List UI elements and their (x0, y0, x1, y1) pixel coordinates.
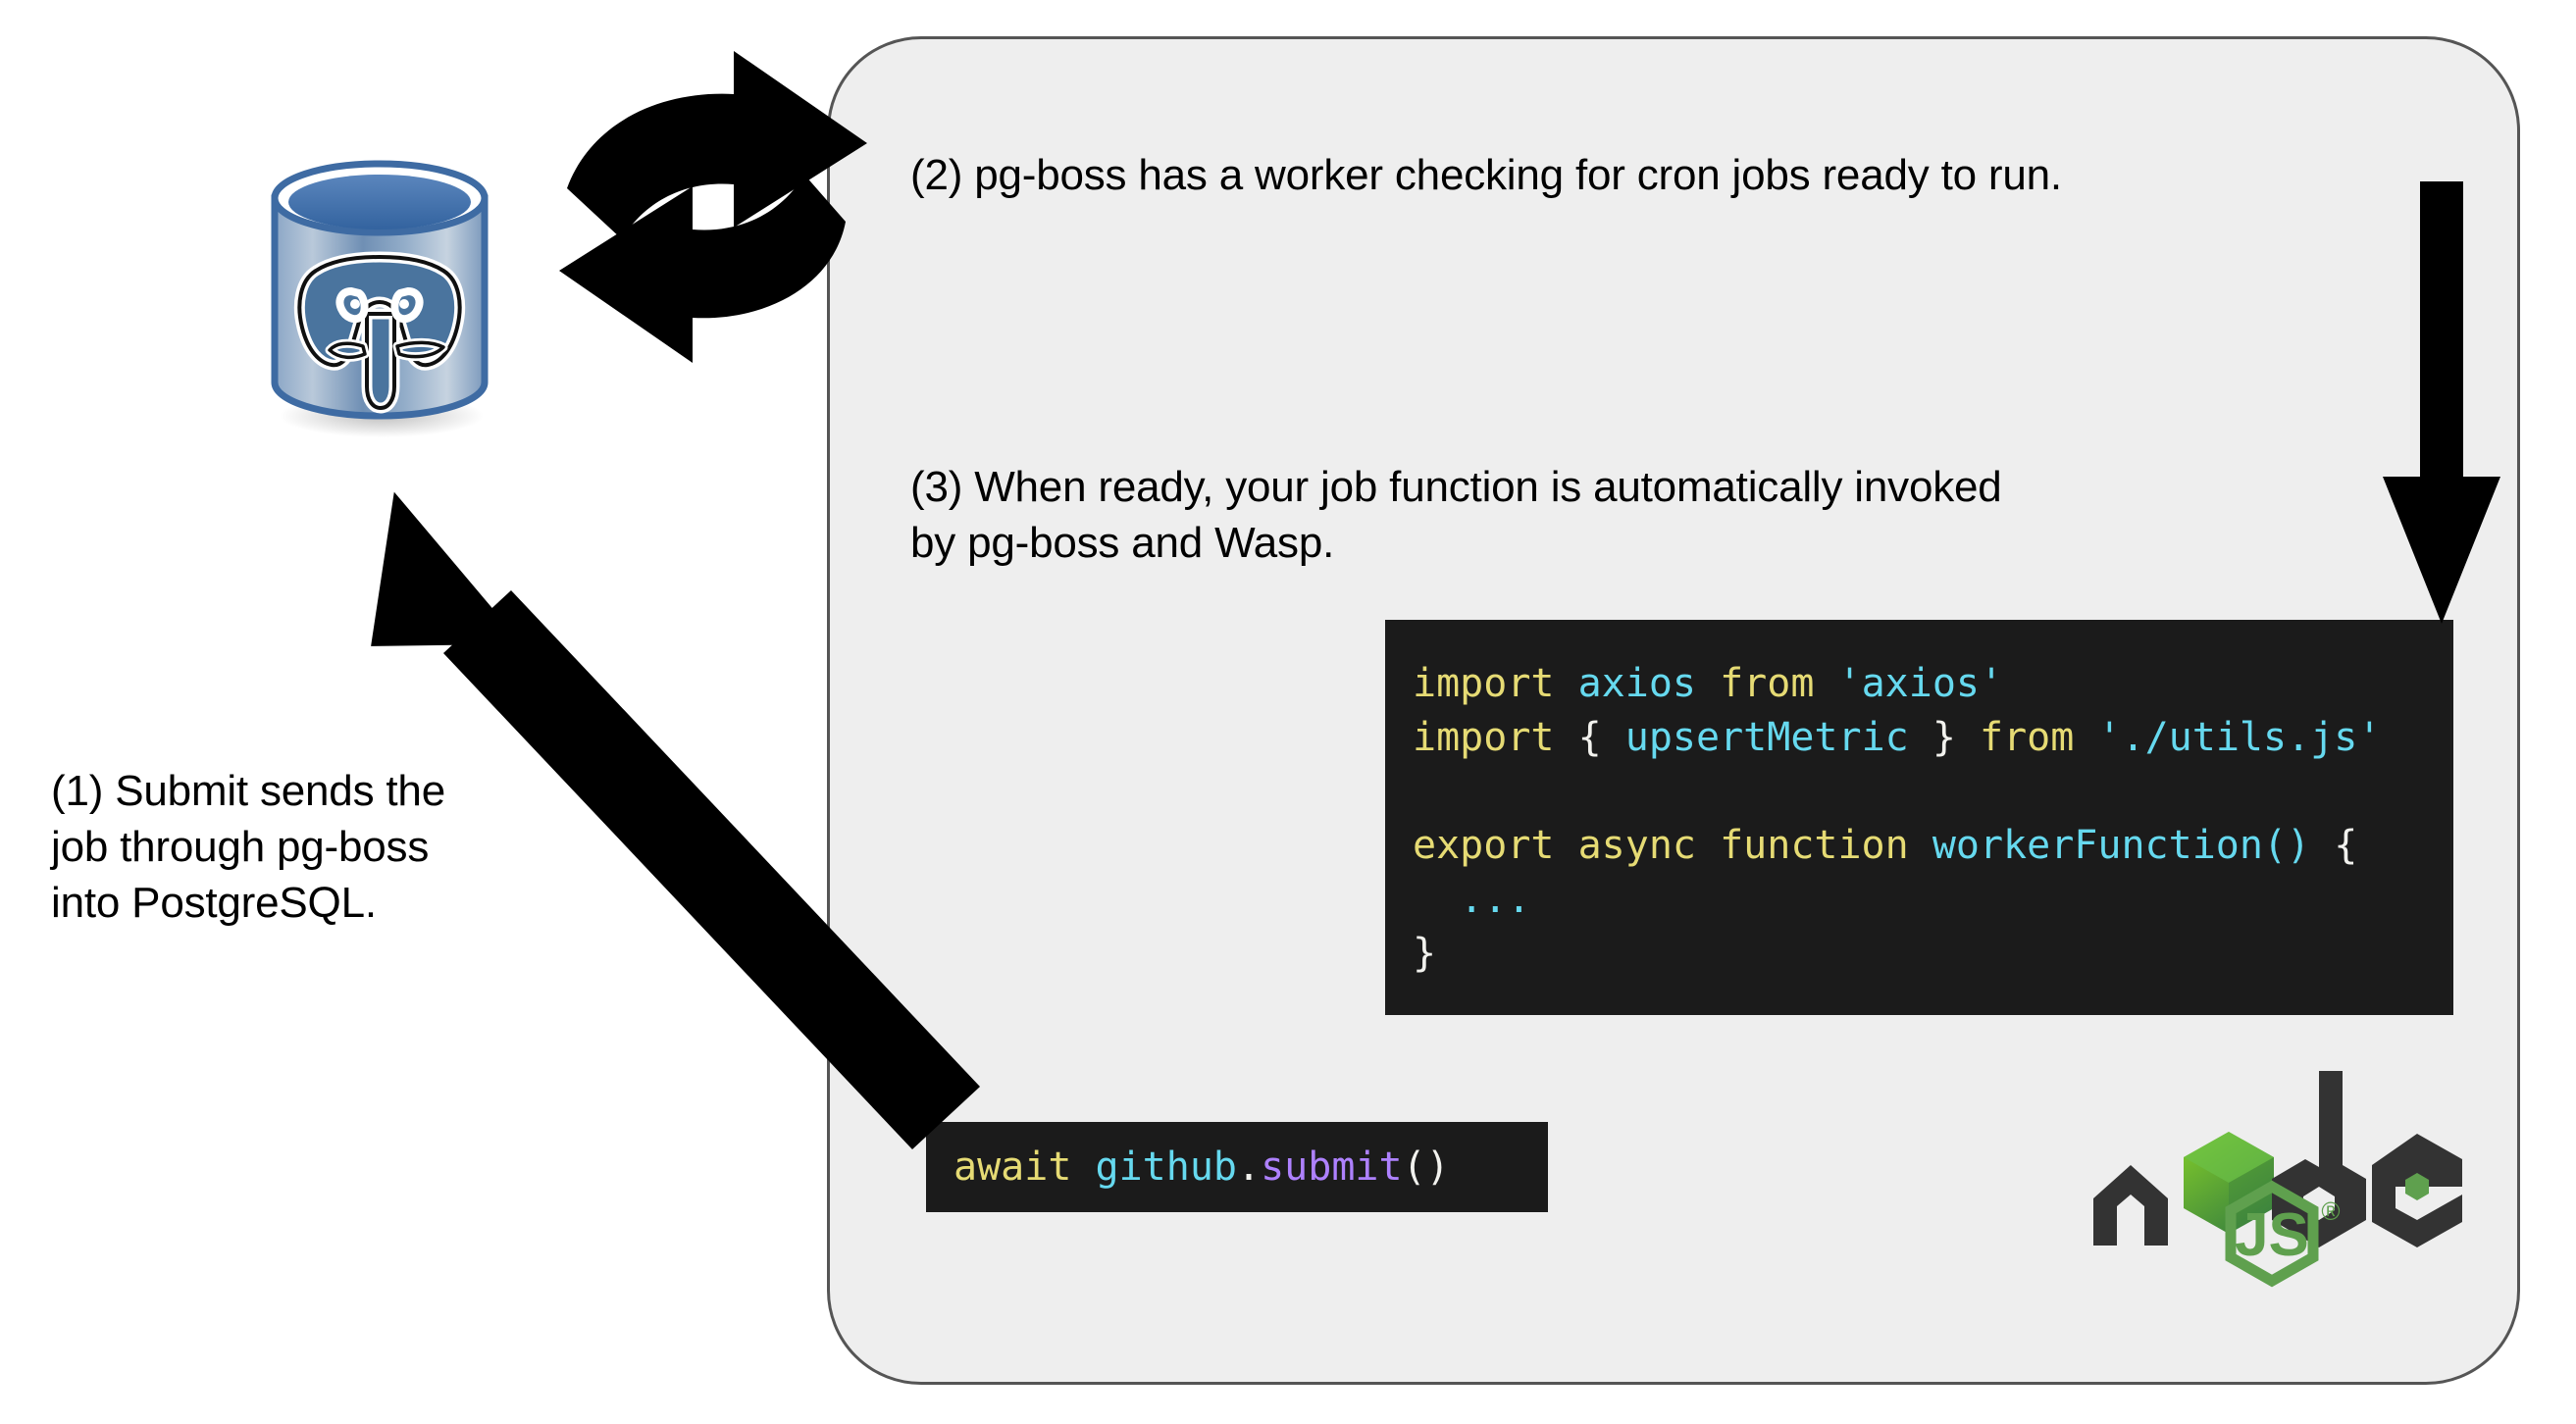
submit-call-code-block: await github.submit() (926, 1122, 1548, 1212)
worker-function-code-block: import axios from 'axios' import { upser… (1385, 620, 2453, 1015)
code-token: from (1720, 661, 1838, 706)
database-cylinder-rim (271, 160, 489, 236)
caption-step-2: (2) pg-boss has a worker checking for cr… (910, 151, 2062, 199)
code-token: . (1237, 1144, 1262, 1190)
code-token: } (1932, 715, 1980, 760)
database-cylinder-body (271, 194, 489, 420)
code-token: 'axios' (1837, 661, 2004, 706)
bidirectional-sync-arrows (559, 51, 867, 363)
code-token: { (2310, 823, 2358, 868)
code-token: () (1402, 1144, 1450, 1190)
code-token: upsertMetric (1624, 715, 1932, 760)
logo-drop-shadow (280, 394, 484, 437)
code-token: { (1577, 715, 1625, 760)
caption-step-1: (1) Submit sends the job through pg-boss… (51, 767, 445, 928)
code-token: import (1413, 661, 1578, 706)
postgresql-logo (271, 160, 489, 437)
code-token: github (1095, 1144, 1238, 1190)
database-cylinder-top (288, 175, 471, 229)
code-token: axios (1577, 661, 1721, 706)
caption-step-3: (3) When ready, your job function is aut… (910, 463, 2002, 568)
code-token: await (953, 1144, 1096, 1190)
code-token: export async function (1413, 823, 1932, 868)
code-token: from (1980, 715, 2098, 760)
elephant-icon (293, 251, 466, 414)
code-token: submit (1261, 1144, 1403, 1190)
code-token: } (1413, 931, 1437, 976)
code-token: ... (1413, 877, 1531, 922)
code-token: workerFunction() (1932, 823, 2311, 868)
code-token: import (1413, 715, 1578, 760)
code-token: './utils.js' (2097, 715, 2382, 760)
